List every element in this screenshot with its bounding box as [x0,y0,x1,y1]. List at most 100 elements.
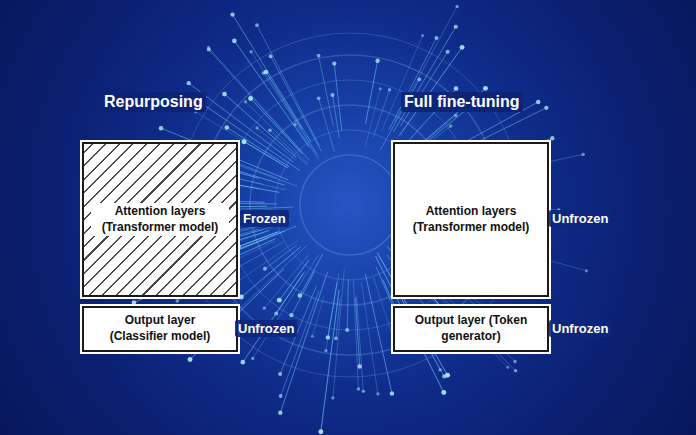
particle-dot [240,360,245,365]
particle-ray [300,254,323,295]
output-layer-box: Output layer (Token generator) [393,306,549,352]
particle-dot [187,81,191,85]
particle-dot [449,124,452,127]
particle-dot [232,39,237,44]
particle-dot [454,25,458,29]
particle-ray [257,128,296,160]
particle-dot [514,369,518,373]
particle-dot [277,298,282,303]
particle-dot [255,23,259,27]
particle-dot [324,349,327,352]
particle-ray [209,47,303,152]
particle-dot [255,126,258,129]
particle-dot [331,396,334,399]
particle-dot [332,61,336,65]
particle-dot [483,86,488,91]
particle-ray [295,125,319,160]
particle-dot [311,335,314,338]
particle-ray [366,61,378,124]
particle-dot [421,34,424,37]
particle-ray [263,73,318,156]
particle-ray [280,272,327,413]
particle-dot [357,364,361,368]
unfrozen-tag: Unfrozen [549,320,611,337]
particle-dot [442,374,446,378]
particle-dot [362,390,365,393]
particle-dot [388,88,391,91]
glow-ring [300,155,400,255]
particle-dot [544,106,548,110]
particle-dot [293,123,296,126]
particle-dot [269,54,273,58]
particle-dot [581,153,584,156]
particle-ray [251,52,317,154]
particle-dot [175,299,179,303]
particle-dot [441,390,446,395]
unfrozen-layer-box: Attention layers (Transformer model) [393,142,549,297]
particle-dot [460,45,465,50]
particle-dot [132,300,137,305]
layer-label: Output layer (Token generator) [402,312,540,345]
particle-dot [334,336,338,340]
frozen-tag: Frozen [240,210,289,227]
particle-ray [233,15,311,142]
particle-dot [446,50,450,54]
layer-label: Attention layers (Transformer model) [402,203,540,236]
particle-dot [289,313,293,317]
particle-ray [239,232,278,247]
particle-ray [328,282,337,337]
particle-ray [265,245,297,269]
unfrozen-tag: Unfrozen [549,210,611,227]
layer-label: Attention layers (Transformer model) [91,203,229,236]
particle-dot [345,328,349,332]
particle-dot [454,114,457,117]
particle-dot [222,92,227,97]
particle-ray [361,282,378,394]
particle-dot [159,126,164,131]
particle-dot [230,12,234,16]
particle-dot [188,357,193,362]
particle-dot [264,70,269,75]
column-heading: Repurposing [101,92,206,112]
particle-dot [379,87,382,90]
particle-dot [438,368,441,371]
particle-dot [279,394,283,398]
particle-dot [263,267,267,271]
particle-ray [356,295,363,391]
unfrozen-tag: Unfrozen [235,320,297,337]
particle-ray [291,272,314,316]
particle-dot [434,36,438,40]
particle-dot [390,391,394,395]
particle-ray [334,64,341,131]
particle-dot [454,86,459,91]
particle-ray [400,52,448,127]
layer-label: Output layer (Classifier model) [91,312,229,345]
particle-ray [281,291,319,396]
particle-dot [513,360,516,363]
particle-ray [243,274,303,362]
particle-ray [251,99,303,154]
particle-dot [249,50,252,53]
particle-dot [550,136,554,140]
particle-dot [585,269,588,272]
particle-dot [326,335,330,339]
particle-ray [312,296,323,336]
particle-dot [242,139,247,144]
particle-dot [357,387,360,390]
particle-dot [263,307,266,310]
particle-ray [319,56,334,127]
output-layer-box: Output layer (Classifier model) [82,306,238,352]
particle-dot [298,293,302,297]
particle-ray [257,25,319,145]
particle-dot [331,93,335,97]
particle-ray [347,279,348,330]
particle-dot [376,392,379,395]
particle-ray [393,27,455,132]
particle-ray [279,260,309,300]
particle-ray [270,130,307,165]
particle-ray [376,267,393,307]
particle-ray [373,90,389,138]
particle-ray [321,290,339,432]
particle-ray [319,98,335,151]
particle-dot [278,411,282,415]
